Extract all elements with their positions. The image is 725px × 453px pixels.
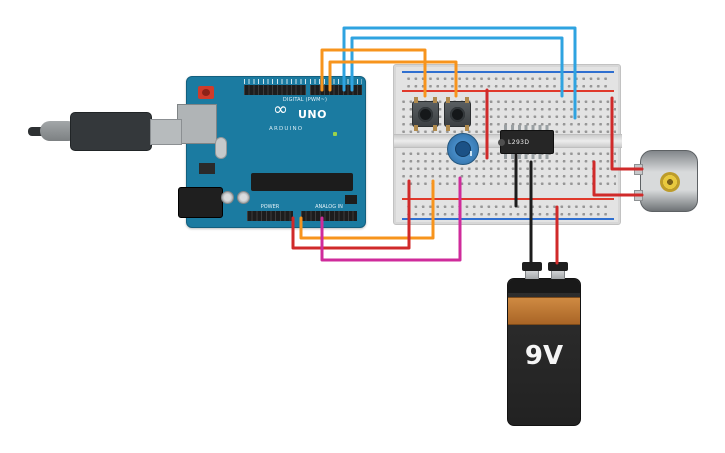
breadboard-bottom-positive-rail-line	[402, 198, 614, 200]
arduino-model-label: UNO	[298, 108, 327, 121]
arduino-power-label: POWER	[260, 204, 280, 210]
breadboard-bottom-negative-rail-line	[402, 218, 614, 220]
usb-cable-plug[interactable]	[70, 112, 152, 151]
pushbutton-leg	[465, 125, 469, 131]
arduino-digital-label: DIGITAL (PWM~)	[282, 97, 328, 103]
arduino-on-led	[333, 132, 337, 136]
arduino-crystal	[215, 137, 227, 159]
arduino-reset-button[interactable]	[198, 86, 214, 99]
arduino-uno-board[interactable]: DIGITAL (PWM~) ∞ UNO ARDUINO POWER ANALO…	[177, 76, 366, 228]
arduino-usb-port	[177, 104, 217, 144]
pushbutton-leg	[414, 97, 418, 103]
ic-legs-top	[504, 125, 552, 130]
arduino-mcu-chip	[251, 173, 353, 191]
pushbutton-1[interactable]	[412, 97, 439, 131]
pushbutton-leg	[433, 97, 437, 103]
arduino-brand-label: ARDUINO	[269, 126, 304, 132]
motor-shaft	[660, 172, 680, 192]
arduino-capacitor-1	[221, 191, 234, 204]
dc-motor[interactable]	[634, 150, 698, 212]
l293d-motor-driver[interactable]: L293D	[498, 125, 554, 159]
usb-cable-strain-relief	[40, 121, 78, 141]
breadboard-top-rail-holes[interactable]	[405, 75, 611, 88]
arduino-digital-header-left[interactable]	[244, 85, 306, 95]
arduino-icsp-header	[345, 195, 357, 204]
ic-pin1-notch	[498, 139, 505, 146]
battery-positive-terminal-cap	[548, 262, 568, 271]
arduino-power-jack	[178, 187, 223, 218]
arduino-capacitor-2	[237, 191, 250, 204]
usb-cable-metal-tip	[150, 119, 182, 145]
potentiometer[interactable]	[447, 133, 479, 165]
arduino-power-header[interactable]	[247, 211, 293, 221]
arduino-pin-labels-top	[244, 79, 362, 84]
pushbutton-leg	[433, 125, 437, 131]
arduino-infinity-logo-icon: ∞	[273, 99, 288, 120]
arduino-analog-label: ANALOG IN	[315, 204, 343, 210]
reset-button-cap	[202, 89, 210, 96]
l293d-label: L293D	[508, 139, 530, 146]
potentiometer-notch	[470, 151, 472, 156]
pushbutton-leg	[446, 97, 450, 103]
pushbutton-2-cap[interactable]	[450, 107, 465, 122]
pushbutton-leg	[414, 125, 418, 131]
arduino-digital-header-right[interactable]	[310, 85, 362, 95]
breadboard-top-positive-rail-line	[402, 90, 614, 92]
pushbutton-1-cap[interactable]	[418, 107, 433, 122]
arduino-voltage-regulator	[199, 163, 215, 174]
potentiometer-knob[interactable]	[455, 141, 472, 157]
pushbutton-2[interactable]	[444, 97, 471, 131]
battery-9v[interactable]: 9V	[507, 262, 581, 426]
motor-terminal-1[interactable]	[634, 164, 643, 175]
arduino-analog-header[interactable]	[301, 211, 357, 221]
battery-top-cap	[508, 279, 580, 293]
pushbutton-leg	[446, 125, 450, 131]
battery-band	[508, 297, 580, 325]
pushbutton-leg	[465, 97, 469, 103]
motor-terminal-2[interactable]	[634, 190, 643, 201]
battery-negative-terminal-cap	[522, 262, 542, 271]
usb-cable-cord	[28, 127, 46, 136]
battery-voltage-label: 9V	[524, 341, 564, 371]
ic-legs-bottom	[504, 154, 552, 159]
breadboard-bottom-rail-holes[interactable]	[405, 203, 611, 216]
breadboard-top-negative-rail-line	[402, 71, 614, 73]
